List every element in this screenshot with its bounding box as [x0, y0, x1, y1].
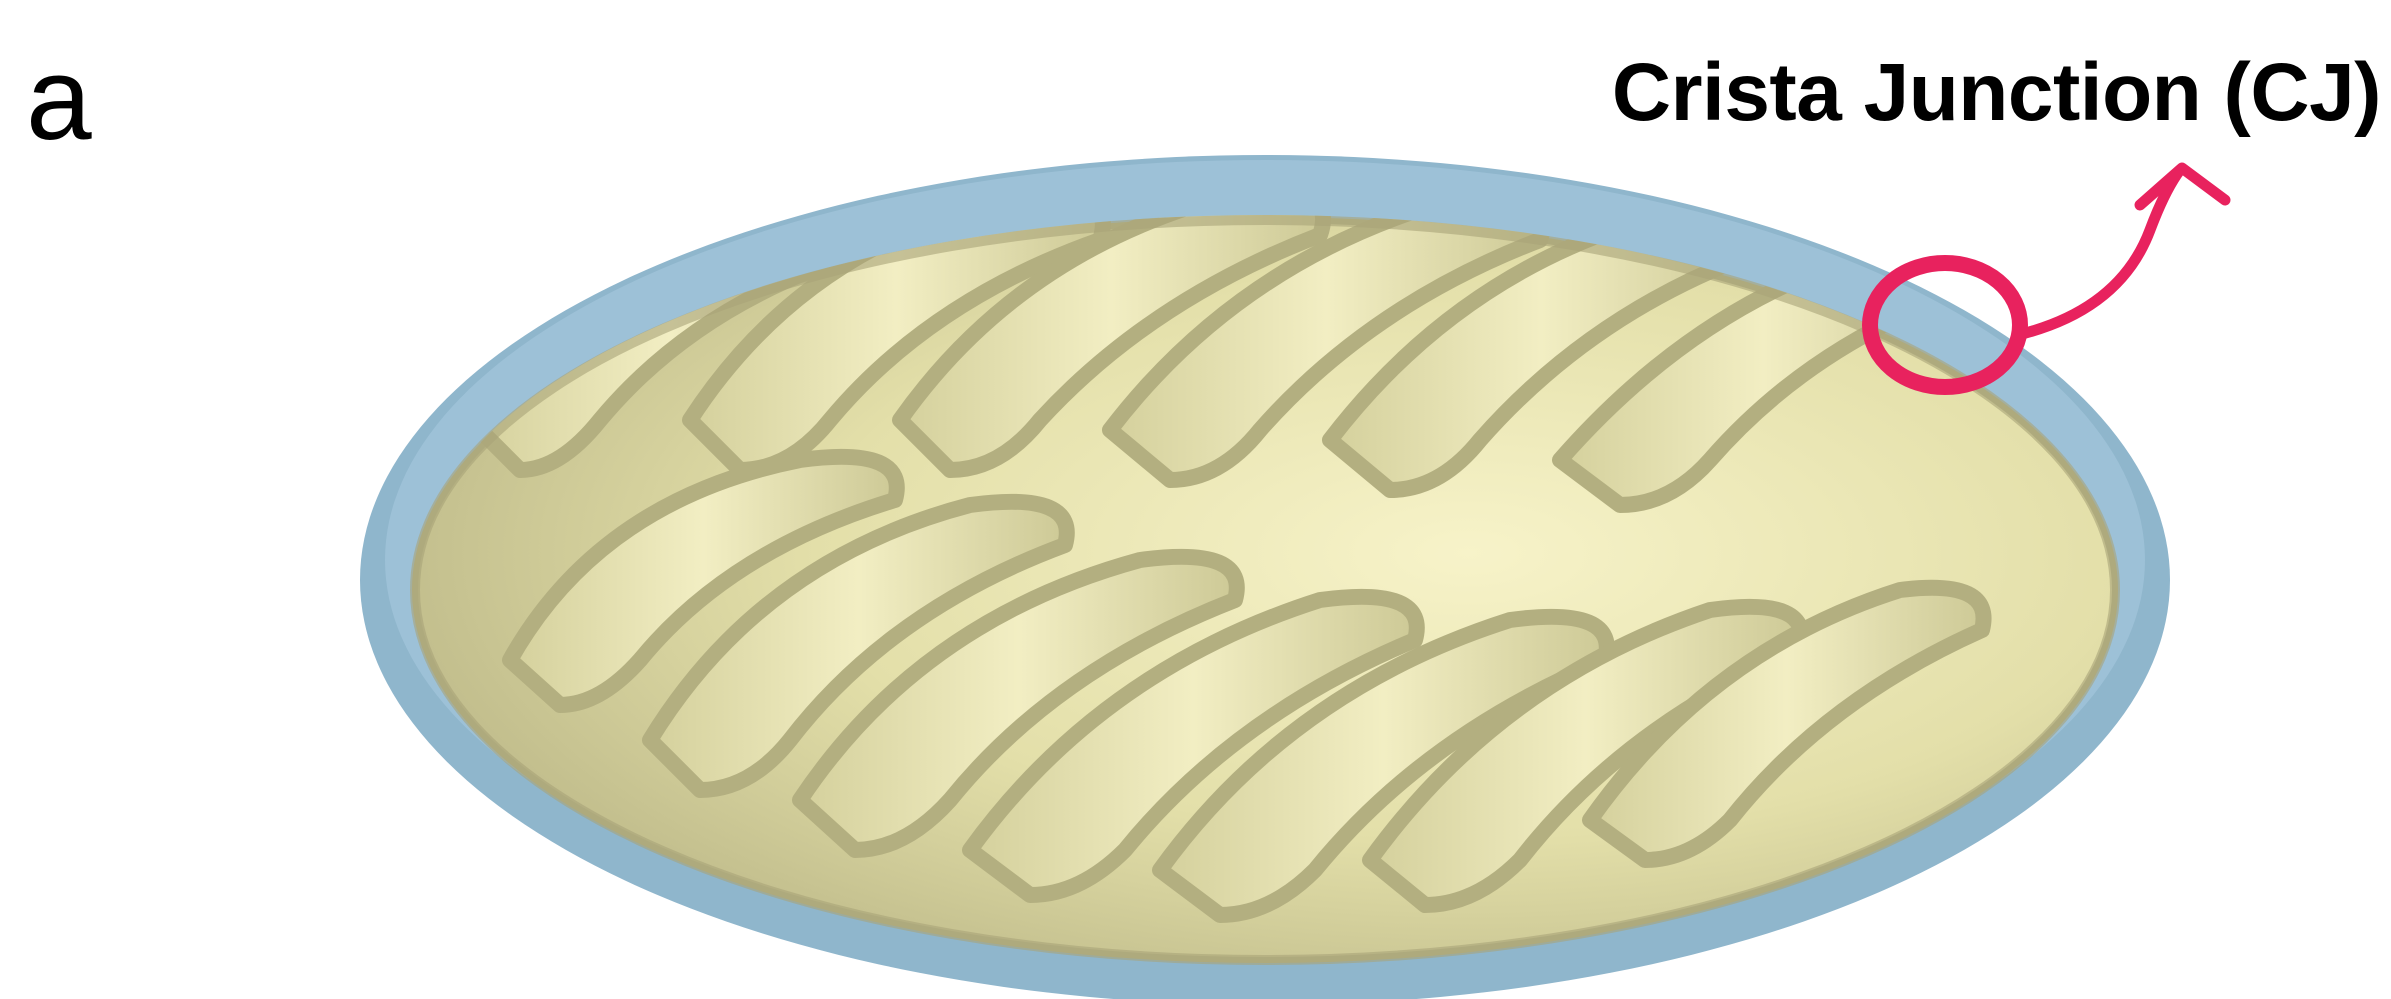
arrow-head-icon — [2140, 168, 2225, 205]
